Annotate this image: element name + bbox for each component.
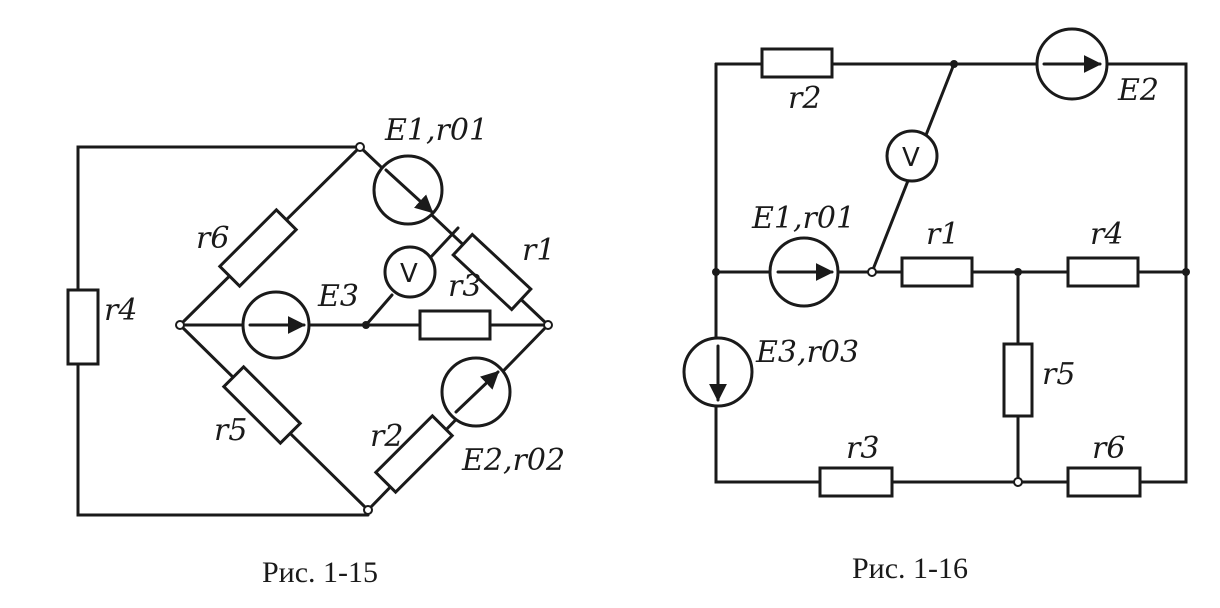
node-left (175, 320, 185, 330)
label-e3: E3 (317, 279, 359, 314)
figure-1-16: r2 E2 V E1,r01 r1 r4 E3,r03 r5 r3 r6 (682, 27, 1190, 585)
resistor-r2 (760, 47, 834, 79)
voltmeter-fig16 (885, 129, 939, 183)
voltmeter-fig15 (383, 245, 437, 299)
caption-fig16: Рис. 1-16 (852, 552, 968, 585)
label-r3: r3 (846, 431, 879, 466)
node-right (543, 320, 553, 330)
caption-fig15: Рис. 1-15 (262, 556, 378, 589)
label-r4: r4 (1090, 217, 1123, 252)
label-e1: E1,r01 (751, 201, 855, 236)
label-e2: E2 (1117, 73, 1159, 108)
voltmeter-label: V (902, 143, 920, 173)
resistor-r5 (221, 364, 303, 446)
resistor-r5 (1002, 342, 1034, 418)
node-r5-bottom (1013, 477, 1023, 487)
resistor-r1 (900, 256, 974, 288)
resistor-r6 (217, 207, 299, 289)
label-r1: r1 (522, 233, 555, 268)
node-r5-top (1014, 268, 1022, 276)
resistor-r1 (451, 232, 533, 312)
wire-voltmeter (364, 226, 460, 327)
label-e2: E2,r02 (461, 443, 565, 478)
resistor-r3 (818, 466, 894, 498)
arrow-e2 (454, 370, 500, 414)
label-r2: r2 (370, 419, 403, 454)
label-r2: r2 (788, 81, 821, 116)
node-voltmeter (362, 321, 370, 329)
resistor-r2 (373, 413, 455, 495)
label-r6: r6 (196, 221, 229, 256)
figure-1-15: r4 r6 E1,r01 r1 E3 r3 V r5 r2 E2,r02 (66, 113, 565, 589)
node-bottom (363, 505, 373, 515)
resistor-r4 (66, 288, 100, 366)
resistor-r4 (1066, 256, 1140, 288)
label-r5: r5 (214, 413, 247, 448)
label-r6: r6 (1092, 431, 1125, 466)
wire-outer-left (76, 145, 370, 517)
label-r1: r1 (926, 217, 959, 252)
resistor-r6 (1066, 466, 1142, 498)
node-left-middle (712, 268, 720, 276)
label-r5: r5 (1042, 357, 1075, 392)
label-r4: r4 (104, 293, 137, 328)
arrow-e1 (384, 168, 434, 214)
voltmeter-label: V (400, 259, 418, 289)
label-e1: E1,r01 (384, 113, 488, 148)
resistor-r3 (418, 309, 492, 341)
node-top (355, 142, 365, 152)
wire-top (714, 62, 1188, 274)
label-e3: E3,r03 (755, 335, 859, 370)
label-r3: r3 (448, 269, 481, 304)
node-top-voltmeter (950, 60, 958, 68)
node-voltmeter-middle (867, 267, 877, 277)
node-right-middle (1182, 268, 1190, 276)
